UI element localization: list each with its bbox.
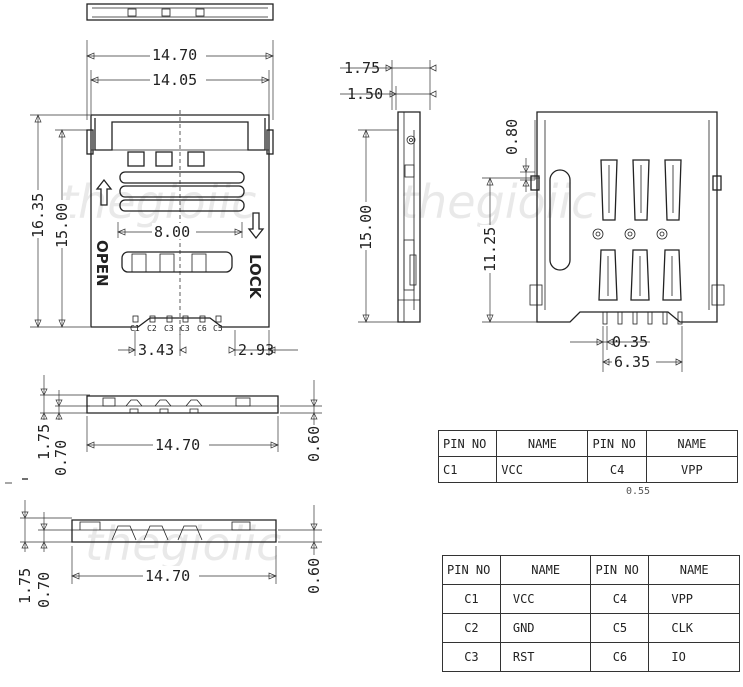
header-cell: PIN NO — [442, 555, 501, 585]
table-cell: VPP — [645, 456, 739, 483]
table-cell: C3 — [442, 642, 501, 672]
table-cell: GND — [499, 613, 592, 643]
pin-label-2: C2 — [147, 324, 157, 333]
table-header-row: PIN NO NAME PIN NO NAME — [437, 430, 739, 457]
dim-pin-width: 0.35 — [612, 333, 648, 351]
back-view: 0.80 11.25 — [480, 111, 725, 372]
side-view: 1.75 1.50 15.00 — [340, 59, 437, 323]
dim-profile-width-2: 14.70 — [145, 567, 190, 585]
dim-outer-width: 14.70 — [152, 46, 197, 64]
table-cell: C4 — [587, 456, 647, 483]
label-open: OPEN — [93, 240, 111, 287]
watermark-back: thegioiic — [400, 175, 596, 229]
dim-inner-width: 14.05 — [152, 71, 197, 89]
dim-profile-total-1: 1.75 — [35, 424, 53, 460]
profile-view-1: 1.75 0.70 14.70 0.60 — [35, 375, 323, 476]
dim-side-outer: 1.75 — [344, 59, 380, 77]
watermark-front: thegioiic — [60, 175, 256, 229]
dim-side-inner: 1.50 — [347, 85, 383, 103]
pin-table-small: PIN NO NAME PIN NO NAME C1 VCC C4 VPP — [437, 430, 739, 483]
watermark-profile: thegioiic — [85, 517, 281, 571]
table-cell: C6 — [590, 642, 650, 672]
header-cell: NAME — [496, 430, 589, 457]
dim-pin-offset-right: 2.93 — [238, 341, 274, 359]
top-edge-view — [86, 3, 274, 21]
partial-dimension-text: 0.55 — [626, 486, 651, 497]
table-cell: VCC — [499, 584, 592, 614]
dim-side-height: 15.00 — [357, 205, 375, 250]
table-cell: IO — [648, 642, 740, 672]
pin-label-1: C1 — [130, 324, 140, 333]
table-row: C2 GND C5 CLK — [442, 613, 740, 643]
profile-view-2: 1.75 0.70 14.70 0.60 — [16, 500, 323, 608]
dim-total-height: 16.35 — [29, 193, 47, 238]
table-cell: C1 — [442, 584, 501, 614]
front-view: 14.70 14.05 16.35 15.00 — [28, 40, 298, 359]
table-cell: VPP — [648, 584, 740, 614]
header-cell: NAME — [499, 555, 592, 585]
dim-profile-total-2: 1.75 — [16, 568, 34, 604]
dim-slot-width: 8.00 — [154, 223, 190, 241]
dim-pin-offset-left: 3.43 — [138, 341, 174, 359]
dim-profile-base-1: 0.70 — [52, 440, 70, 476]
dim-pin-span: 6.35 — [614, 353, 650, 371]
pin-label-4: C3 — [180, 324, 190, 333]
table-row: C1 VCC C4 VPP — [437, 456, 739, 483]
table-row: C1 VCC C4 VPP — [442, 584, 740, 614]
dim-contact-height: 0.80 — [503, 119, 521, 155]
dim-body-height: 15.00 — [53, 203, 71, 248]
dim-profile-width-1: 14.70 — [155, 436, 200, 454]
table-cell: VCC — [496, 456, 589, 483]
dim-contact-span: 11.25 — [481, 227, 499, 272]
dim-profile-lead-2: 0.60 — [305, 558, 323, 594]
table-header-row: PIN NO NAME PIN NO NAME — [442, 555, 740, 585]
dim-profile-base-2: 0.70 — [35, 572, 53, 608]
header-cell: NAME — [648, 555, 740, 585]
pin-label-5: C6 — [197, 324, 207, 333]
header-cell: PIN NO — [590, 555, 650, 585]
header-cell: PIN NO — [437, 430, 498, 457]
table-cell: RST — [499, 642, 592, 672]
pin-table-full: PIN NO NAME PIN NO NAME C1 VCC C4 VPP C2… — [442, 555, 740, 672]
table-cell: C4 — [590, 584, 650, 614]
dim-profile-lead-1: 0.60 — [305, 426, 323, 462]
table-cell: C2 — [442, 613, 501, 643]
header-cell: PIN NO — [587, 430, 647, 457]
table-cell: C5 — [590, 613, 650, 643]
pin-label-6: C5 — [213, 324, 223, 333]
table-row: C3 RST C6 IO — [442, 642, 740, 672]
label-lock: LOCK — [246, 254, 264, 300]
pin-label-3: C3 — [164, 324, 174, 333]
table-cell: CLK — [648, 613, 740, 643]
table-cell: C1 — [437, 456, 498, 483]
header-cell: NAME — [645, 430, 739, 457]
